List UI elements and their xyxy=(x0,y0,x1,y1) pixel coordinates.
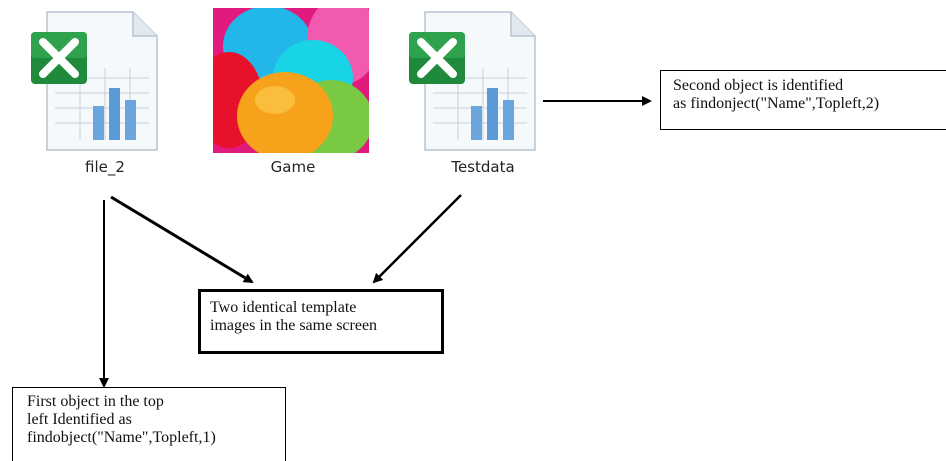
excel-file-icon xyxy=(409,11,536,151)
arrow-testdata-to-center-note xyxy=(372,194,462,284)
first-object-note: First object in the top left Identified … xyxy=(12,387,286,461)
center-note-line-1: Two identical template xyxy=(210,299,357,316)
file-2-label: file_2 xyxy=(85,158,125,176)
arrow-file2-to-center-note xyxy=(110,195,254,284)
testdata-item[interactable]: Testdata xyxy=(403,8,543,183)
identical-templates-note: Two identical template images in the sam… xyxy=(198,289,444,354)
file-2-item[interactable]: file_2 xyxy=(25,8,165,183)
first-note-line-1: First object in the top xyxy=(27,393,164,410)
excel-file-icon xyxy=(31,11,158,151)
game-label: Game xyxy=(270,158,316,176)
second-object-note: Second object is identified as findonjec… xyxy=(660,70,946,130)
second-note-line-2: as findonject("Name",Topleft,2) xyxy=(673,95,880,112)
testdata-label: Testdata xyxy=(451,158,515,176)
first-note-line-3: findobject("Name",Topleft,1) xyxy=(27,429,216,446)
balloons-image-icon xyxy=(213,8,369,153)
second-note-line-1: Second object is identified xyxy=(673,77,844,94)
first-note-line-2: left Identified as xyxy=(27,411,132,428)
center-note-line-2: images in the same screen xyxy=(210,317,378,334)
game-item[interactable]: Game xyxy=(213,8,373,183)
